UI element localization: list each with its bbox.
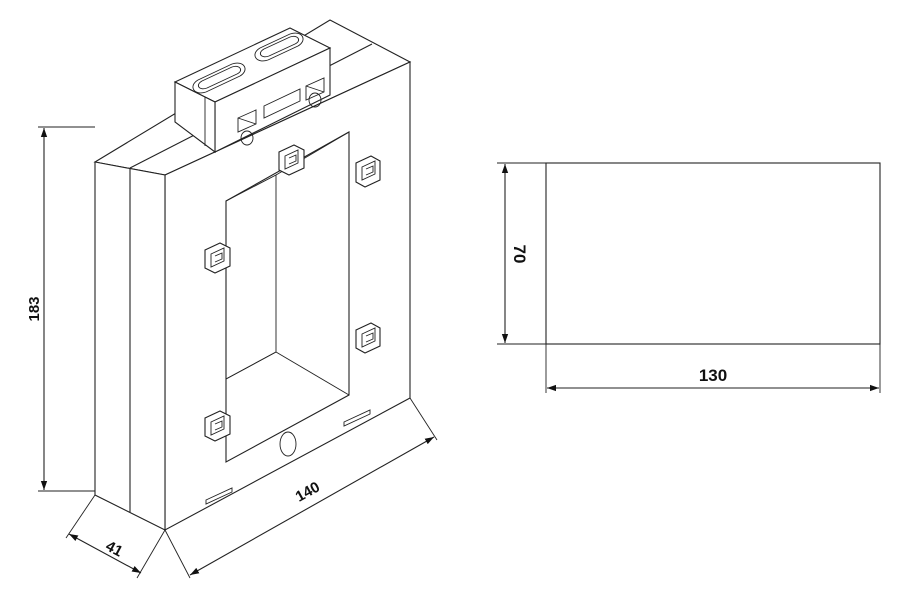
height-label: 183	[26, 296, 43, 321]
clip-top	[278, 144, 305, 176]
bottom-slot-right	[343, 409, 371, 427]
window-height-label: 70	[510, 245, 529, 264]
clip-top-right	[355, 155, 381, 188]
window-width-label: 130	[699, 366, 727, 385]
window-view: 70 130	[497, 162, 881, 393]
window-inner-floor	[225, 351, 277, 380]
dim-height: 183	[26, 126, 95, 492]
transformer-body	[93, 19, 412, 531]
dim-depth: 41	[65, 494, 166, 579]
clip-right-lower	[355, 322, 381, 354]
terminal-box	[173, 27, 332, 154]
depth-label: 41	[103, 538, 126, 561]
window-inner-bottom-diag	[275, 351, 350, 396]
width-label: 140	[293, 479, 323, 506]
window-rectangle	[545, 162, 881, 345]
clip-left-lower	[204, 410, 231, 442]
clip-left-upper	[204, 242, 231, 274]
